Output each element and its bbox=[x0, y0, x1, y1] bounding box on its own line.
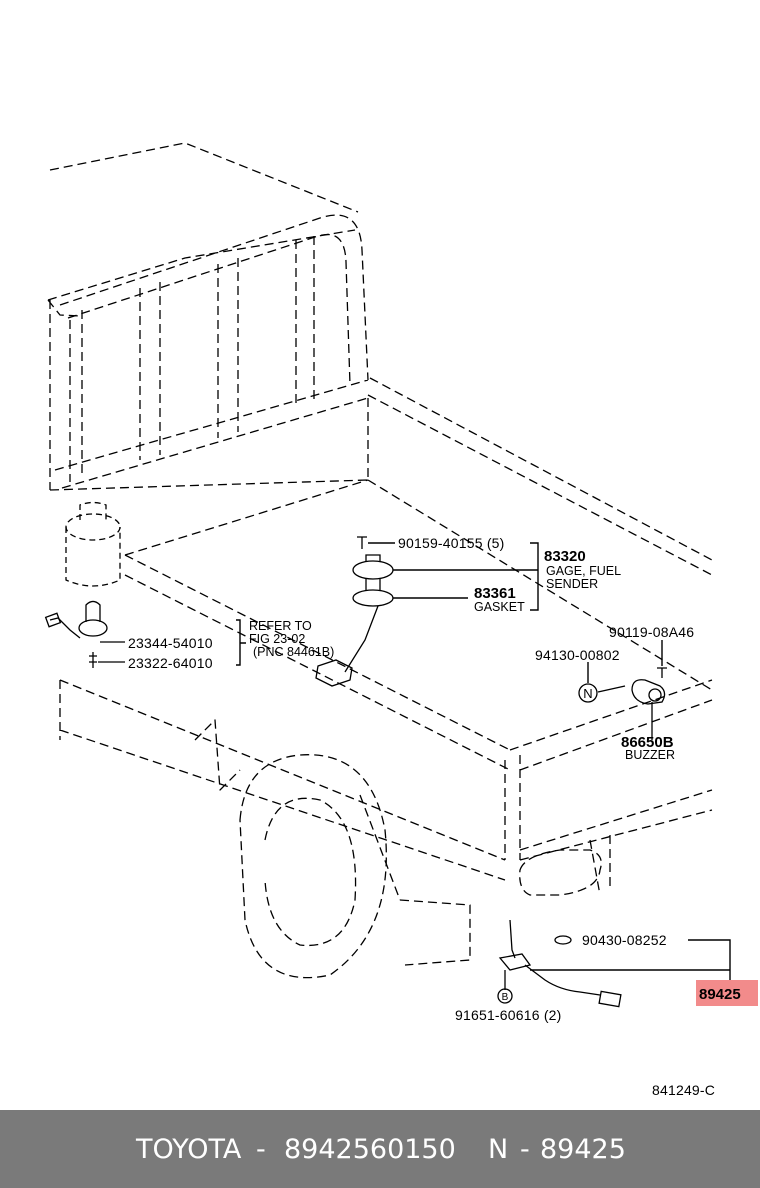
label-91651[interactable]: 91651-60616 (2) bbox=[455, 1007, 562, 1023]
label-83320[interactable]: 83320 bbox=[544, 548, 586, 565]
bed-side bbox=[59, 554, 511, 881]
sensor-bracket bbox=[498, 953, 532, 971]
parts-diagram: N B 90159-40155 (5) 83320 GAGE, FUEL SEN… bbox=[44, 142, 758, 1098]
gage-tube bbox=[365, 554, 381, 590]
wheel bbox=[239, 754, 387, 979]
bolt-90119-icon bbox=[657, 667, 667, 678]
chassis bbox=[519, 835, 611, 896]
leader-nut bbox=[597, 685, 626, 693]
svg-text:B: B bbox=[502, 992, 509, 1003]
cab-outline bbox=[47, 142, 359, 490]
label-refer-3: (PNC 84461B) bbox=[253, 645, 334, 659]
label-86650b[interactable]: 86650B bbox=[621, 734, 674, 751]
bed-outline bbox=[49, 377, 713, 691]
gage-flange bbox=[352, 560, 394, 580]
label-refer-1: REFER TO bbox=[249, 619, 312, 633]
label-83320-name-2: SENDER bbox=[546, 577, 598, 591]
leader-lamp bbox=[98, 641, 125, 663]
gage-float bbox=[315, 659, 353, 687]
label-buzzer: BUZZER bbox=[625, 748, 675, 762]
label-refer-2[interactable]: FIG 23-02 bbox=[249, 632, 305, 646]
svg-text:N: N bbox=[583, 686, 592, 701]
socket-body bbox=[78, 619, 108, 637]
footer-ref-prefix: N bbox=[488, 1134, 509, 1165]
label-23344[interactable]: 23344-54010 bbox=[128, 635, 213, 651]
sensor-wire bbox=[524, 964, 601, 996]
footer-part-number: 8942560150 bbox=[284, 1134, 456, 1165]
sensor-connector bbox=[598, 990, 622, 1008]
figure-id: 841249-C bbox=[652, 1082, 715, 1098]
screw-icon bbox=[357, 536, 367, 549]
bolt-symbol: B bbox=[497, 988, 513, 1004]
footer-sep-2: - bbox=[520, 1134, 530, 1165]
label-90119[interactable]: 90119-08A46 bbox=[609, 624, 694, 640]
bracket-83320 bbox=[530, 542, 539, 611]
label-83320-name-1: GAGE, FUEL bbox=[546, 564, 621, 578]
footer-brand: TOYOTA bbox=[136, 1134, 242, 1165]
grommet-icon bbox=[554, 935, 572, 945]
guard-frame bbox=[54, 214, 369, 489]
socket-wire bbox=[49, 617, 81, 639]
gasket-ring bbox=[352, 589, 394, 607]
footer-bar: TOYOTA - 8942560150 N - 89425 bbox=[0, 1110, 760, 1188]
label-83361[interactable]: 83361 bbox=[474, 585, 516, 602]
guard-bars bbox=[69, 236, 315, 482]
label-23322[interactable]: 23322-64010 bbox=[128, 655, 213, 671]
sensor-rod bbox=[509, 919, 516, 959]
fender bbox=[194, 719, 471, 966]
bulb-small bbox=[89, 652, 97, 668]
bed-front bbox=[504, 679, 713, 861]
buzzer-face bbox=[648, 688, 662, 702]
socket-connector bbox=[44, 612, 62, 628]
footer-sep-1: - bbox=[256, 1134, 266, 1165]
label-90159[interactable]: 90159-40155 (5) bbox=[398, 535, 505, 551]
lamp-housing-body bbox=[65, 501, 121, 587]
label-94130[interactable]: 94130-00802 bbox=[535, 647, 620, 663]
label-90430[interactable]: 90430-08252 bbox=[582, 932, 667, 948]
lamp-housing-top bbox=[65, 513, 121, 541]
nut-symbol: N bbox=[578, 683, 598, 703]
buzzer-body bbox=[631, 679, 666, 705]
gage-arm bbox=[344, 605, 379, 673]
bracket-refer bbox=[236, 619, 246, 666]
bulb bbox=[85, 600, 101, 622]
label-89425[interactable]: 89425 bbox=[699, 986, 741, 1003]
bracket-89425 bbox=[530, 939, 731, 985]
footer-ref-code: 89425 bbox=[540, 1134, 626, 1165]
label-83361-name: GASKET bbox=[474, 600, 525, 614]
target-highlight bbox=[696, 980, 758, 1006]
